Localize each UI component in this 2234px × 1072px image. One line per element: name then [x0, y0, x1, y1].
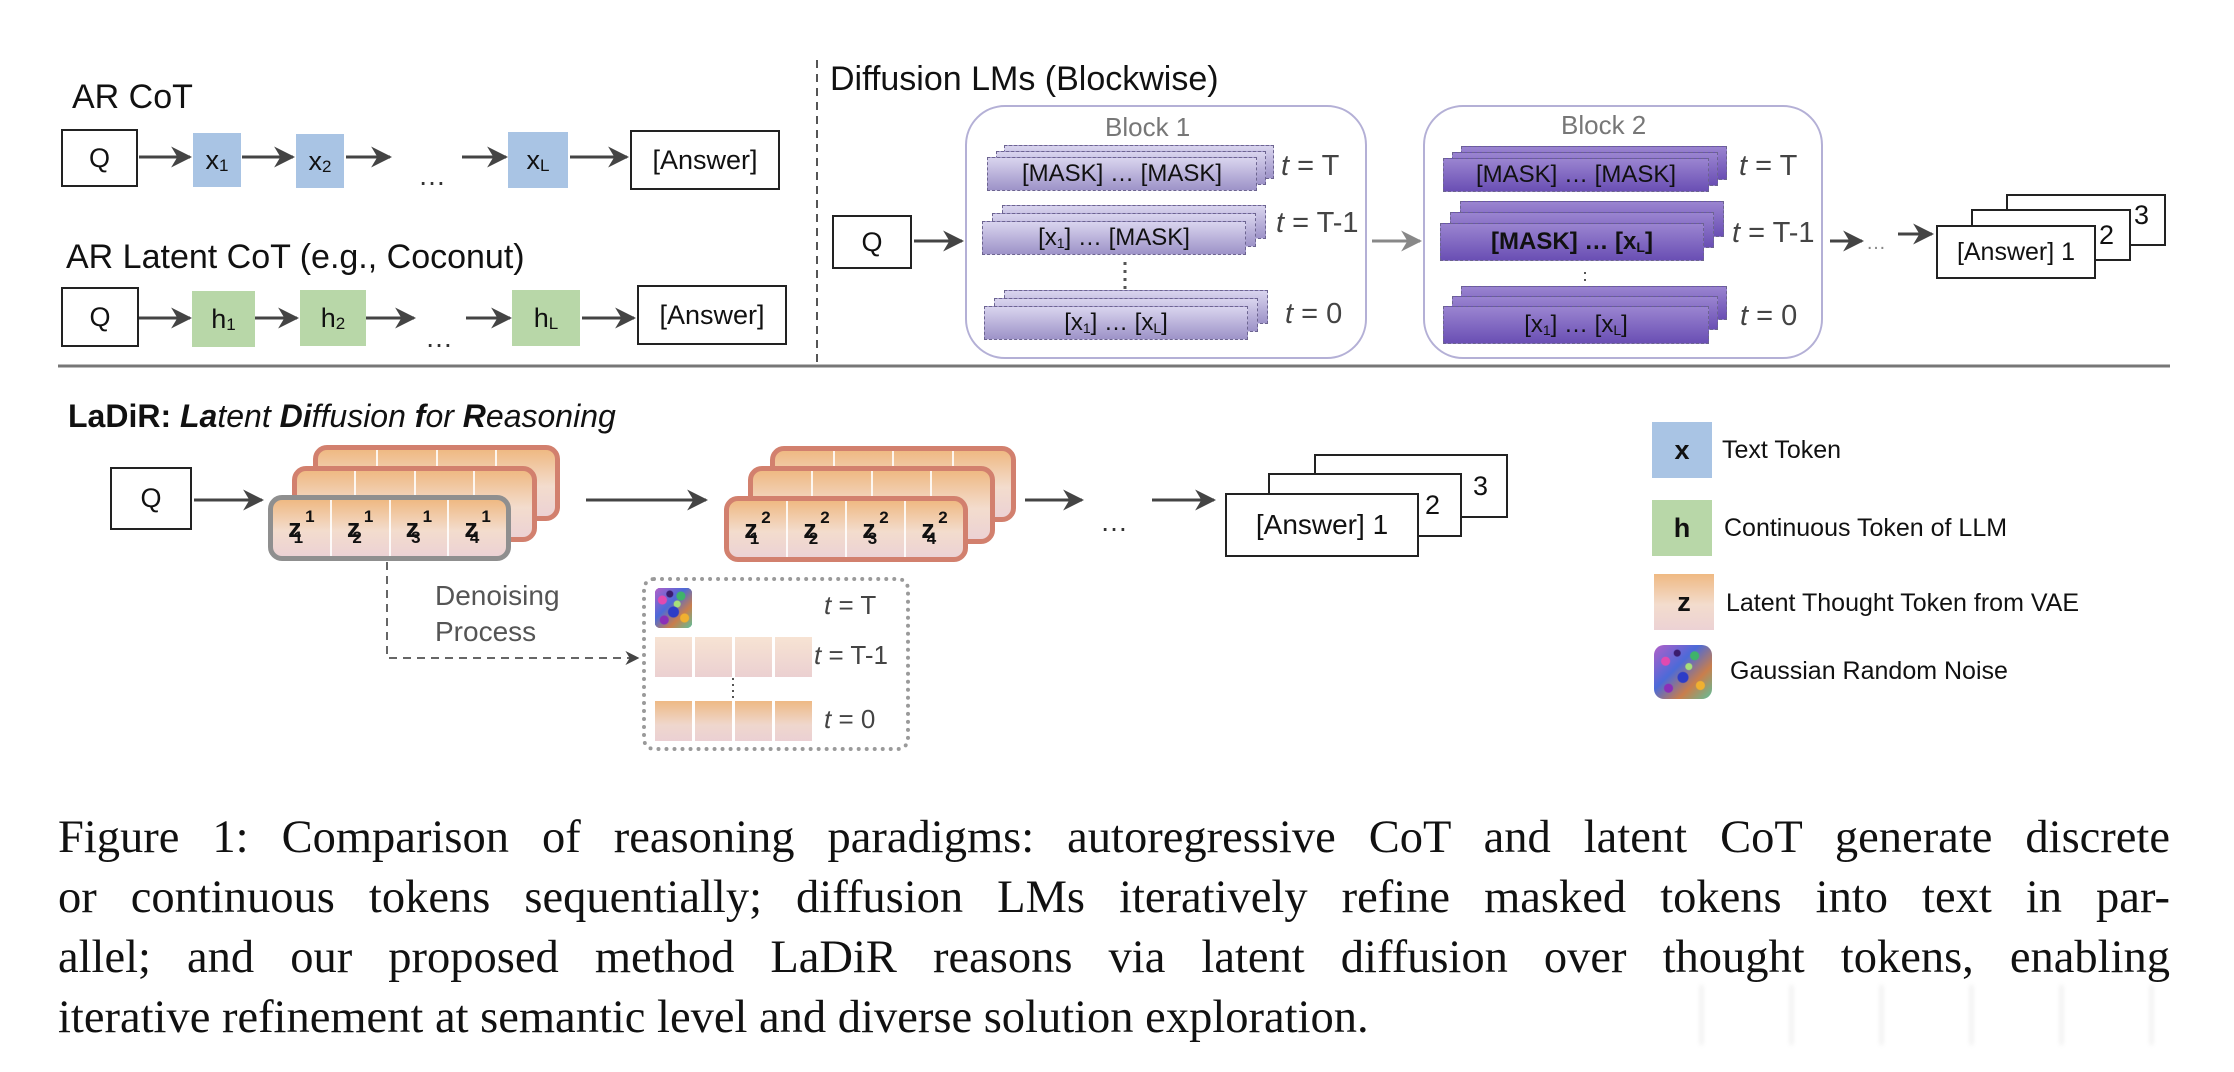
caption-line-1: Figure 1: Comparison of reasoning paradi…: [58, 812, 2170, 863]
ladir-title-part: f: [414, 398, 426, 434]
ar-latent-cot-ellipsis: …: [425, 322, 455, 353]
block-1-label: Block 1: [1105, 112, 1191, 142]
block-1-time-t-0: t = 0: [1285, 298, 1343, 330]
ladir-title-part: La: [180, 398, 218, 434]
ar-cot-title: AR CoT: [72, 78, 193, 116]
ar-cot-query-box: Q: [61, 129, 138, 187]
figure-caption: Figure 1: Comparison of reasoning paradi…: [58, 808, 2170, 1048]
legend-label-latent-token: Latent Thought Token from VAE: [1726, 589, 2080, 617]
ar-latent-cot-title: AR Latent CoT (e.g., Coconut): [66, 238, 525, 276]
noise-tile: [655, 588, 692, 628]
mask-layer-front: [MASK] … [MASK]: [987, 157, 1257, 191]
block-2-time-t-0: t = 0: [1740, 300, 1798, 332]
ladir-answer-number-3: 3: [1473, 471, 1489, 501]
ar-cot-ellipsis: …: [418, 160, 448, 191]
ladir-title-part: ffusion: [311, 398, 415, 434]
ladir-title-part: Di: [279, 398, 312, 434]
ar-latent-cot-query-box: Q: [61, 287, 139, 347]
caption-line-3: allel; and our proposed method LaDiR rea…: [58, 932, 2170, 983]
legend-swatch-latent-token: z: [1654, 574, 1714, 630]
block-1-time-t-minus-1: t = T-1: [1276, 207, 1359, 239]
ladir-answer-card-1: [Answer] 1: [1225, 493, 1419, 557]
denoise-row-clean: [655, 701, 812, 741]
legend-swatch-noise-icon: [1654, 645, 1712, 699]
diffusion-answer-number-3: 3: [2134, 200, 2150, 230]
legend-swatch-continuous-token: h: [1652, 500, 1712, 556]
legend-label-continuous-token: Continuous Token of LLM: [1724, 514, 2008, 542]
ladir-title-part: tent: [217, 398, 280, 434]
denoise-time-t-0: t = 0: [824, 704, 876, 734]
block-2-time-t: t = T: [1739, 150, 1798, 182]
ladir-title: LaDiR: Latent Diffusion for Reasoning: [68, 398, 616, 434]
diffusion-query-box: Q: [832, 215, 912, 269]
block-1: [965, 105, 1367, 359]
ar-cot-answer-box: [Answer]: [630, 130, 780, 190]
denoise-row-partial: [655, 637, 812, 677]
block-2: [1423, 105, 1823, 359]
legend-label-text-token: Text Token: [1722, 436, 1842, 464]
mask-layer-front: [MASK] … [MASK]: [1443, 158, 1709, 192]
denoising-label: Denoising Process: [435, 580, 560, 647]
ar-latent-cot-answer-box: [Answer]: [637, 285, 787, 345]
diffusion-answer-card-1: [Answer] 1: [1936, 225, 2096, 279]
ladir-answer-number-2: 2: [1425, 490, 1441, 520]
ladir-ellipsis: …: [1100, 506, 1130, 537]
ladir-query-box: Q: [110, 467, 192, 530]
ladir-title-part: easoning: [485, 398, 616, 434]
denoising-steps-box: [642, 577, 910, 751]
block-1-time-t: t = T: [1281, 150, 1340, 182]
denoise-time-t-minus-1: t = T-1: [814, 640, 888, 670]
diffusion-lms-title: Diffusion LMs (Blockwise): [830, 60, 1219, 98]
denoise-time-t: t = T: [824, 590, 877, 620]
ladir-title-part: R: [462, 398, 486, 434]
caption-line-4: iterative refinement at semantic level a…: [58, 992, 1369, 1043]
legend-swatch-text-token: x: [1652, 422, 1712, 478]
ladir-title-part: or: [425, 398, 463, 434]
block-2-label: Block 2: [1561, 110, 1647, 140]
block-2-time-t-minus-1: t = T-1: [1732, 217, 1815, 249]
diffusion-ellipsis: …: [1866, 232, 1888, 254]
watermark: [1700, 985, 2200, 1045]
legend-label-noise: Gaussian Random Noise: [1730, 657, 2008, 685]
caption-line-2: or continuous tokens sequentially; diffu…: [58, 872, 2170, 923]
diffusion-answer-number-2: 2: [2099, 220, 2115, 250]
